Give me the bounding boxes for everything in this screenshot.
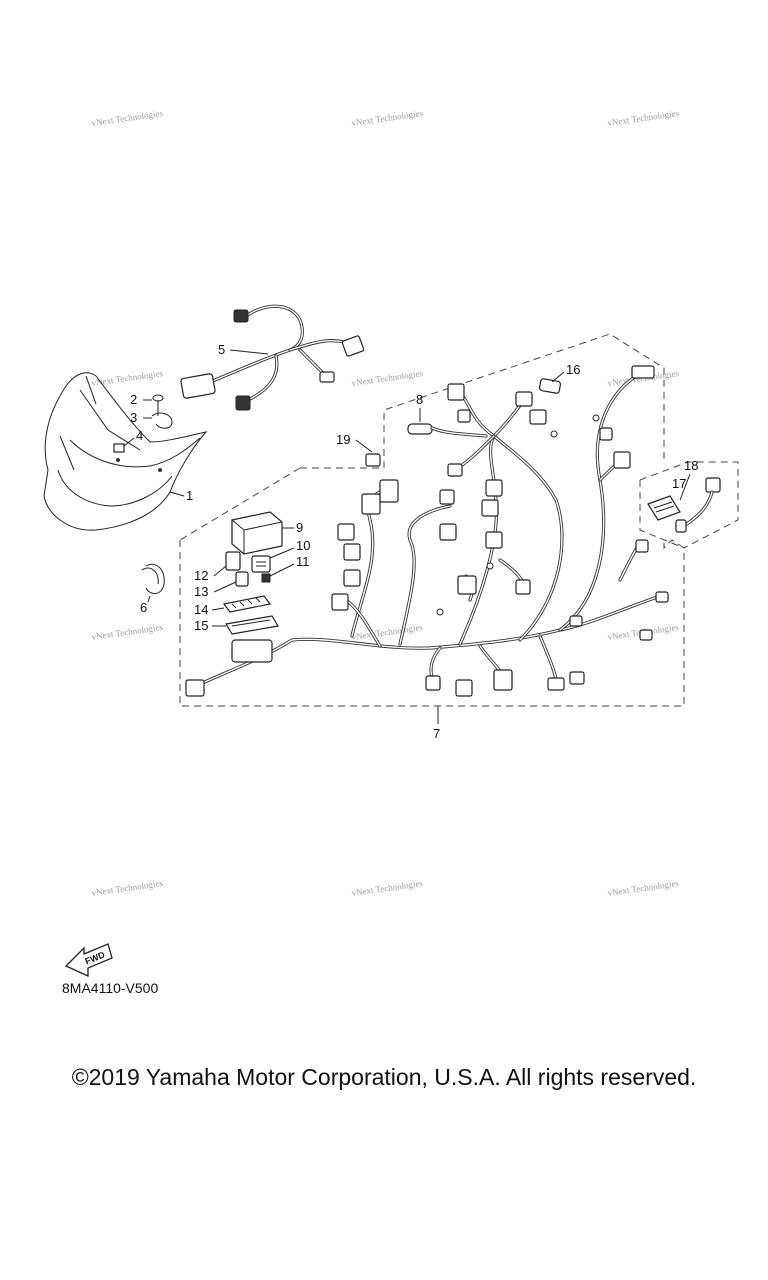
main-wiring-harness: [185, 365, 669, 697]
connector-19: [365, 453, 381, 467]
callout-5: 5: [218, 342, 225, 357]
group-boundary-17-18: [639, 461, 739, 549]
watermark: vNext Technologies: [351, 878, 424, 898]
watermark: vNext Technologies: [351, 368, 424, 388]
watermark: vNext Technologies: [91, 108, 164, 128]
clip-part: [151, 412, 173, 429]
watermark: vNext Technologies: [351, 622, 424, 642]
label-sheet-18: [647, 495, 681, 521]
copyright-notice: ©2019 Yamaha Motor Corporation, U.S.A. A…: [71, 1064, 697, 1090]
diagram-part-code: 8MA4110-V500: [62, 980, 159, 996]
watermark: vNext Technologies: [607, 878, 680, 898]
forward-arrow-icon: FWD: [64, 943, 113, 978]
watermark: vNext Technologies: [607, 108, 680, 128]
band-part: [141, 563, 165, 594]
callout-4: 4: [136, 428, 143, 443]
callout-6: 6: [140, 600, 147, 615]
group-boundary-upper: [179, 333, 665, 541]
callout-11: 11: [296, 554, 310, 569]
callout-7: 7: [433, 726, 440, 741]
sub-harness-5: [180, 304, 365, 411]
callout-8: 8: [416, 392, 423, 407]
callout-9: 9: [296, 520, 303, 535]
watermark: vNext Technologies: [351, 108, 424, 128]
callout-18: 18: [684, 458, 698, 473]
callout-1: 1: [186, 488, 193, 503]
callout-15: 15: [194, 618, 208, 633]
watermark: vNext Technologies: [91, 368, 164, 388]
watermark: vNext Technologies: [91, 878, 164, 898]
callout-10: 10: [296, 538, 310, 553]
relay-10: [251, 555, 271, 573]
headlight-cowl: [43, 372, 208, 531]
relay-13: [235, 571, 249, 587]
callout-2: 2: [130, 392, 137, 407]
watermark: vNext Technologies: [91, 622, 164, 642]
fuse-box-cover: [231, 511, 283, 555]
callout-13: 13: [194, 584, 208, 599]
connector-16: [538, 378, 562, 394]
watermarks: vNext Technologies vNext Technologies vN…: [91, 108, 680, 898]
callout-17: 17: [672, 476, 686, 491]
relay-12: [225, 551, 241, 571]
small-bracket-part: [113, 443, 125, 453]
connector-8: [407, 423, 488, 438]
callout-16: 16: [566, 362, 580, 377]
fuse-strip-14: [222, 595, 272, 613]
fuse-box-base-15: [225, 615, 279, 635]
callout-3: 3: [130, 410, 137, 425]
connector-17: [675, 477, 721, 533]
callout-12: 12: [194, 568, 208, 583]
fuse-11: [261, 573, 271, 583]
callout-14: 14: [194, 602, 208, 617]
callout-19: 19: [336, 432, 350, 447]
